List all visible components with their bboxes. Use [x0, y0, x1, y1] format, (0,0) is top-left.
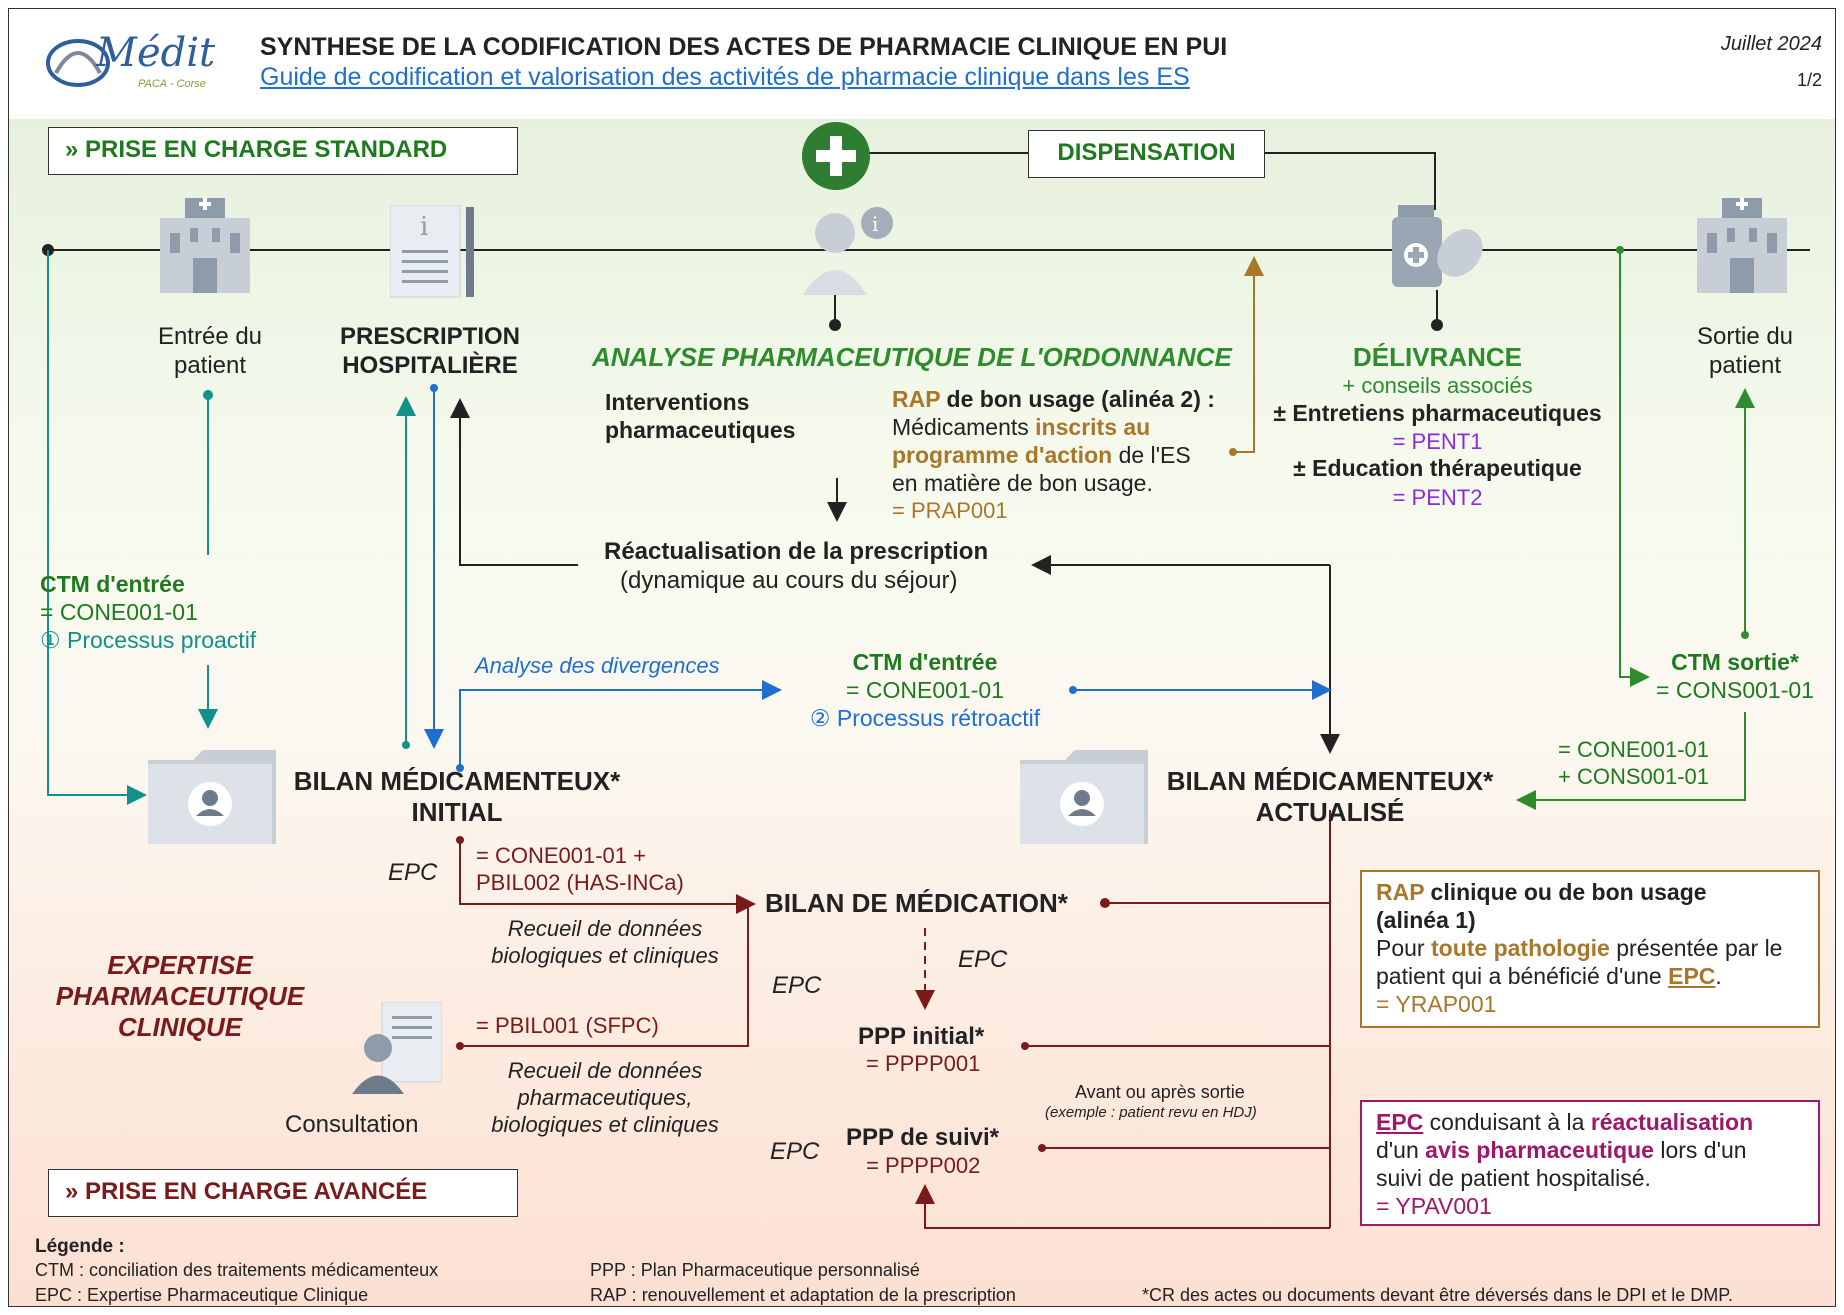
legend-title: Légende : — [35, 1236, 125, 1257]
page-title: SYNTHESE DE LA CODIFICATION DES ACTES DE… — [260, 33, 1228, 61]
ctm-retroactif-block: CTM d'entrée = CONE001-01 ② Processus ré… — [809, 649, 1041, 731]
ppp-suivi-title: PPP de suivi* — [846, 1124, 999, 1151]
page-subtitle-link[interactable]: Guide de codification et valorisation de… — [260, 63, 1190, 91]
exemple-label: (exemple : patient revu en HDJ) — [1045, 1104, 1257, 1121]
consultation-icon — [350, 1001, 443, 1094]
logo-text: Médit — [96, 30, 216, 76]
dynamique-label: (dynamique au cours du séjour) — [620, 567, 958, 594]
divergences-label: Analyse des divergences — [475, 653, 720, 678]
rap-bon-usage-block: RAP de bon usage (alinéa 2) : Médicament… — [892, 385, 1232, 524]
code-pbil001: = PBIL001 (SFPC) — [476, 1013, 659, 1038]
avant-apres-label: Avant ou après sortie — [1075, 1082, 1245, 1102]
ctm-entree-left: CTM d'entrée = CONE001-01 ① Processus pr… — [40, 571, 257, 653]
legend-ppp: PPP : Plan Pharmaceutique personnalisé — [590, 1260, 920, 1280]
hospital-entry-icon — [155, 198, 255, 293]
legend-cr-note: *CR des actes ou documents devant être d… — [1142, 1285, 1733, 1305]
pent1-code: = PENT1 — [1392, 429, 1483, 454]
bilan-medication-title: BILAN DE MÉDICATION* — [765, 888, 1068, 918]
entretiens-label: ± Entretiens pharmaceutiques — [1273, 400, 1602, 426]
pppp001-code: = PPPP001 — [866, 1051, 981, 1076]
conseils-label: + conseils associés — [1342, 373, 1533, 398]
rap-clinique-box: RAP clinique ou de bon usage (alinéa 1) … — [1360, 870, 1820, 1028]
epc-label-3: EPC — [958, 946, 1008, 973]
legend-rap: RAP : renouvellement et adaptation de la… — [590, 1285, 1016, 1305]
epc-label-4: EPC — [770, 1138, 820, 1165]
logo-swirl-icon — [46, 39, 110, 87]
bilan-initial-title: BILAN MÉDICAMENTEUX*INITIAL — [293, 766, 621, 827]
standard-care-label: » PRISE EN CHARGE STANDARD — [48, 127, 518, 175]
hospital-exit-icon — [1692, 198, 1792, 293]
medication-pills-icon — [1388, 205, 1488, 295]
analyse-title: ANALYSE PHARMACEUTIQUE DE L'ORDONNANCE — [592, 342, 1232, 372]
ypav001-code: = YPAV001 — [1376, 1193, 1492, 1219]
code-cone-pbil002: = CONE001-01 +PBIL002 (HAS-INCa) — [476, 843, 684, 895]
epc-label-2: EPC — [772, 972, 822, 999]
ctm-combo-codes: = CONE001-01 + CONS001-01 — [1558, 737, 1710, 789]
patient-folder-icon-actualise — [1020, 750, 1148, 844]
svg-text:i: i — [420, 212, 428, 242]
double-chevron-icon: » — [65, 1178, 86, 1205]
svg-text:i: i — [872, 212, 878, 236]
ctm-sortie-block: CTM sortie* = CONS001-01 — [1656, 649, 1814, 703]
bilan-actualise-title: BILAN MÉDICAMENTEUX*ACTUALISÉ — [1166, 766, 1494, 827]
pharmacist-icon: i — [795, 205, 895, 295]
prescription-document-icon: i — [389, 204, 480, 300]
education-label: ± Education thérapeutique — [1293, 455, 1582, 481]
bilan-medication-dot — [1100, 898, 1110, 908]
dispensation-label: DISPENSATION — [1028, 130, 1265, 178]
legend-ctm: CTM : conciliation des traitements médic… — [35, 1260, 439, 1280]
logo-subtext: PACA - Corse — [138, 78, 206, 90]
page-number: 1/2 — [1796, 70, 1822, 90]
epc-avis-box: EPC conduisant à la réactualisation d'un… — [1360, 1100, 1820, 1226]
page-date: Juillet 2024 — [1720, 33, 1822, 55]
yrap001-code: = YRAP001 — [1376, 991, 1497, 1017]
advanced-care-label: » PRISE EN CHARGE AVANCÉE — [48, 1169, 518, 1217]
prap-code: = PRAP001 — [892, 498, 1008, 523]
pent2-code: = PENT2 — [1392, 485, 1483, 510]
ppp-initial-title: PPP initial* — [858, 1023, 985, 1050]
patient-folder-icon-initial — [148, 750, 276, 844]
medit-logo: Médit PACA - Corse — [38, 28, 228, 98]
consultation-label: Consultation — [285, 1111, 419, 1138]
legend-epc: EPC : Expertise Pharmaceutique Clinique — [35, 1285, 369, 1305]
pppp002-code: = PPPP002 — [866, 1153, 981, 1178]
pharmacy-cross-icon — [802, 122, 870, 190]
double-chevron-icon: » — [65, 136, 86, 163]
reactualisation-label: Réactualisation de la prescription — [604, 538, 989, 565]
delivrance-title: DÉLIVRANCE — [1352, 342, 1522, 372]
epc-label-1: EPC — [388, 859, 438, 886]
